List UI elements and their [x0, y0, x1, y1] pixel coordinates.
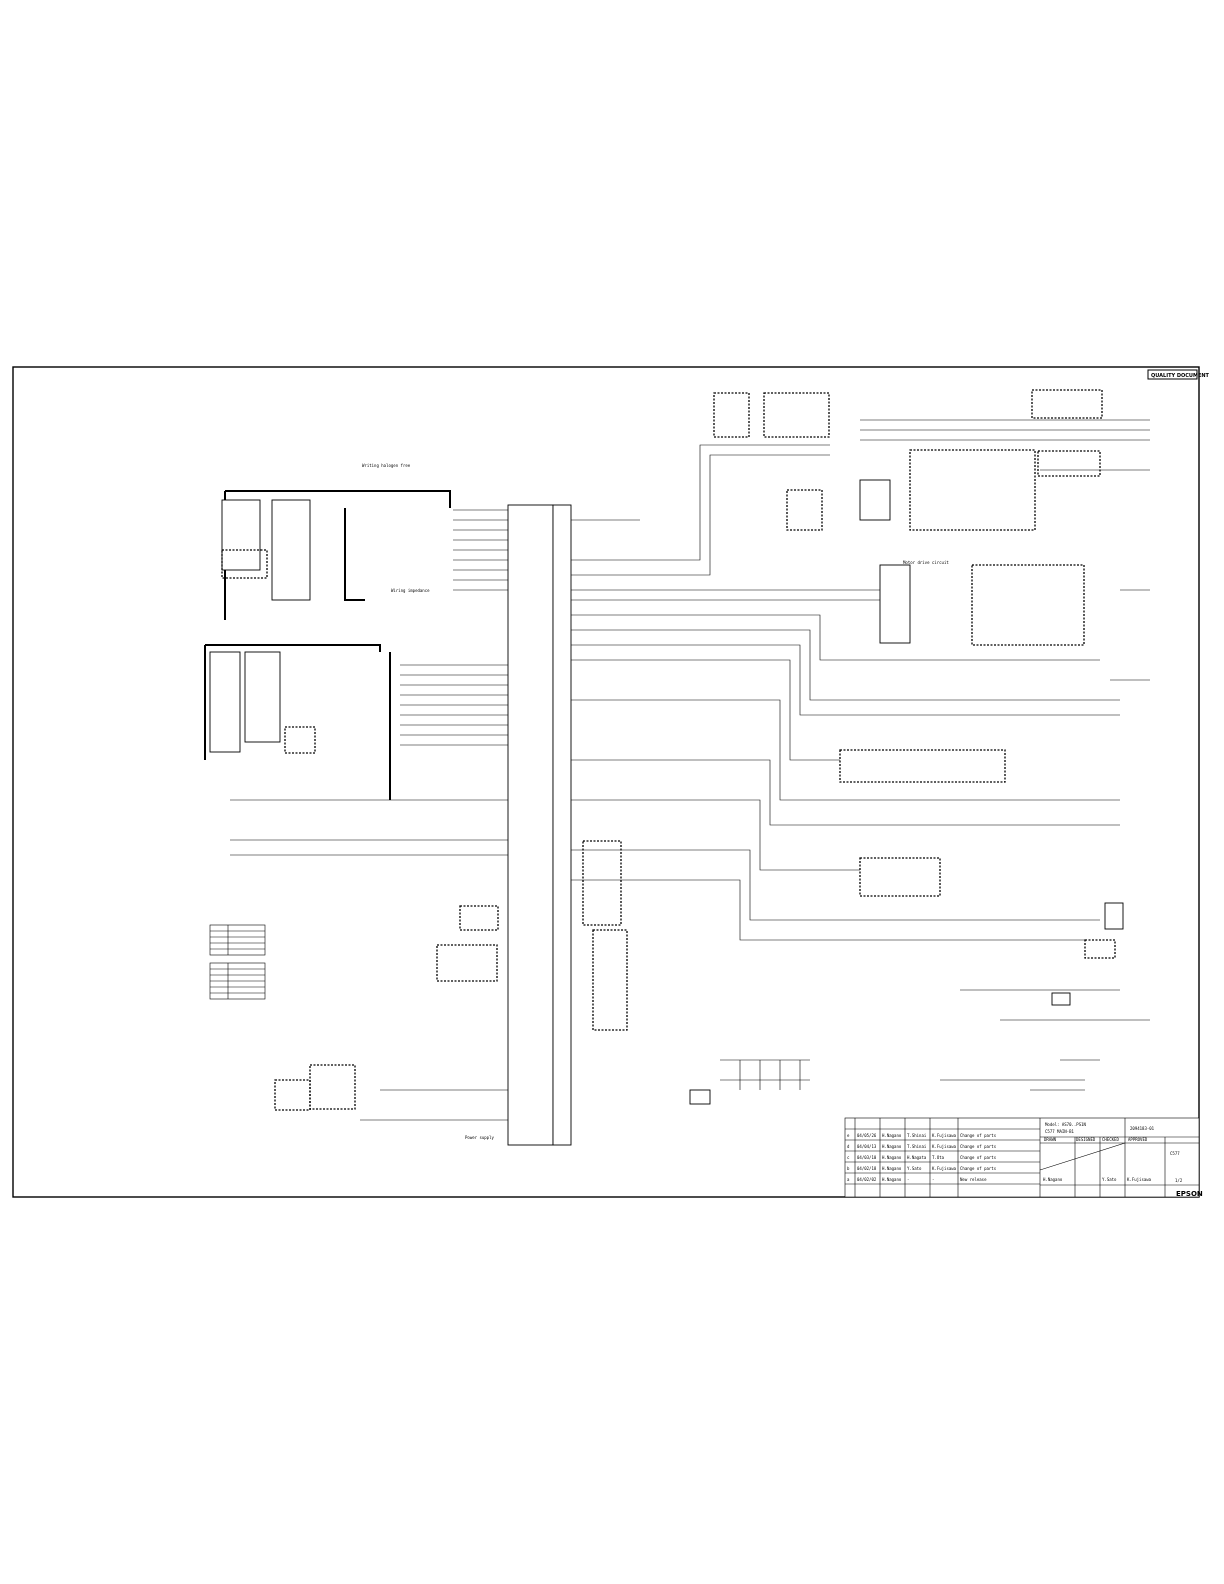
svg-text:04/03/10: 04/03/10 [857, 1155, 877, 1160]
svg-text:-: - [907, 1177, 909, 1182]
memory-block-upper [221, 490, 451, 620]
header-checked: CHECKED [1102, 1137, 1119, 1142]
signal-wires [230, 419, 1150, 1121]
svg-text:04/02/18: 04/02/18 [857, 1166, 877, 1171]
sign-drawn: H.Nagano [1043, 1177, 1063, 1182]
svg-text:c: c [847, 1155, 850, 1160]
board-code: C577 [1170, 1151, 1180, 1156]
svg-text:Change of parts: Change of parts [960, 1155, 997, 1160]
svg-text:T.Shinai: T.Shinai [907, 1133, 927, 1138]
svg-text:H.Nagano: H.Nagano [882, 1177, 902, 1182]
note-motor: Motor drive circuit [903, 560, 949, 565]
svg-text:04/02/02: 04/02/02 [857, 1177, 877, 1182]
svg-text:H.Nagano: H.Nagano [882, 1133, 902, 1138]
sign-approved: K.Fujisawa [1127, 1177, 1152, 1182]
drawing-number: 2094183-01 [1130, 1126, 1155, 1131]
svg-text:H.Nagano: H.Nagano [882, 1166, 902, 1171]
power-section [689, 992, 1085, 1105]
svg-text:04/04/13: 04/04/13 [857, 1144, 877, 1149]
title-block [844, 1117, 1200, 1198]
svg-text:Change of parts: Change of parts [960, 1166, 997, 1171]
header-designed: DESIGNED [1076, 1137, 1096, 1142]
connectors-top [713, 389, 1103, 531]
freq-tables [209, 924, 266, 1000]
sheet-border [12, 366, 1200, 1198]
memory-block-lower [204, 644, 391, 800]
note-ram: Writing halogen free [362, 463, 411, 468]
model-line-2: C577 MAIN-B1 [1045, 1129, 1074, 1134]
svg-text:Y.Sato: Y.Sato [907, 1166, 922, 1171]
svg-text:H.Nagano: H.Nagano [882, 1155, 902, 1160]
svg-text:T.Ota: T.Ota [932, 1155, 945, 1160]
svg-text:K.Fujisawa: K.Fujisawa [932, 1133, 957, 1138]
revision-row: c 04/03/10 H.Nagano H.Nagata T.Ota Chang… [847, 1155, 997, 1160]
svg-text:Change of parts: Change of parts [960, 1144, 997, 1149]
model-line-1: Model: AS70..PS1N [1045, 1122, 1087, 1127]
svg-text:e: e [847, 1133, 850, 1138]
main-asic [507, 504, 554, 1146]
header-drawn: DRAWN [1044, 1137, 1057, 1142]
quality-stamp: QUALITY DOCUMENT [1151, 373, 1210, 379]
sheet-label: 1/2 [1175, 1178, 1183, 1183]
sign-checked: Y.Sato [1102, 1177, 1117, 1182]
quality-stamp-box [1147, 369, 1198, 380]
epson-logo: EPSON [1176, 1190, 1203, 1198]
note-bus: Wiring impedance [391, 588, 430, 593]
svg-text:04/05/26: 04/05/26 [857, 1133, 877, 1138]
header-approved: APPROVED [1128, 1137, 1148, 1142]
revision-row: d 04/04/13 H.Nagano T.Shinai K.Fujisawa … [847, 1144, 997, 1149]
revision-row: a 04/02/02 H.Nagano - - New release [847, 1177, 987, 1182]
svg-text:b: b [847, 1166, 850, 1171]
svg-text:a: a [847, 1177, 850, 1182]
center-driver-ics [274, 840, 628, 1111]
svg-text:New release: New release [960, 1177, 987, 1182]
svg-text:H.Nagano: H.Nagano [882, 1144, 902, 1149]
svg-text:-: - [932, 1177, 934, 1182]
asic-right-pins [552, 504, 572, 1146]
svg-text:H.Nagata: H.Nagata [907, 1155, 927, 1160]
revision-row: b 04/02/18 H.Nagano Y.Sato K.Fujisawa Ch… [847, 1166, 997, 1171]
svg-text:K.Fujisawa: K.Fujisawa [932, 1144, 957, 1149]
motor-driver-area [839, 564, 1124, 959]
revision-row: e 04/05/26 H.Nagano T.Shinai K.Fujisawa … [847, 1133, 997, 1138]
svg-text:T.Shinai: T.Shinai [907, 1144, 927, 1149]
svg-text:Change of parts: Change of parts [960, 1133, 997, 1138]
svg-text:d: d [847, 1144, 850, 1149]
note-power: Power supply [465, 1135, 494, 1140]
svg-text:K.Fujisawa: K.Fujisawa [932, 1166, 957, 1171]
